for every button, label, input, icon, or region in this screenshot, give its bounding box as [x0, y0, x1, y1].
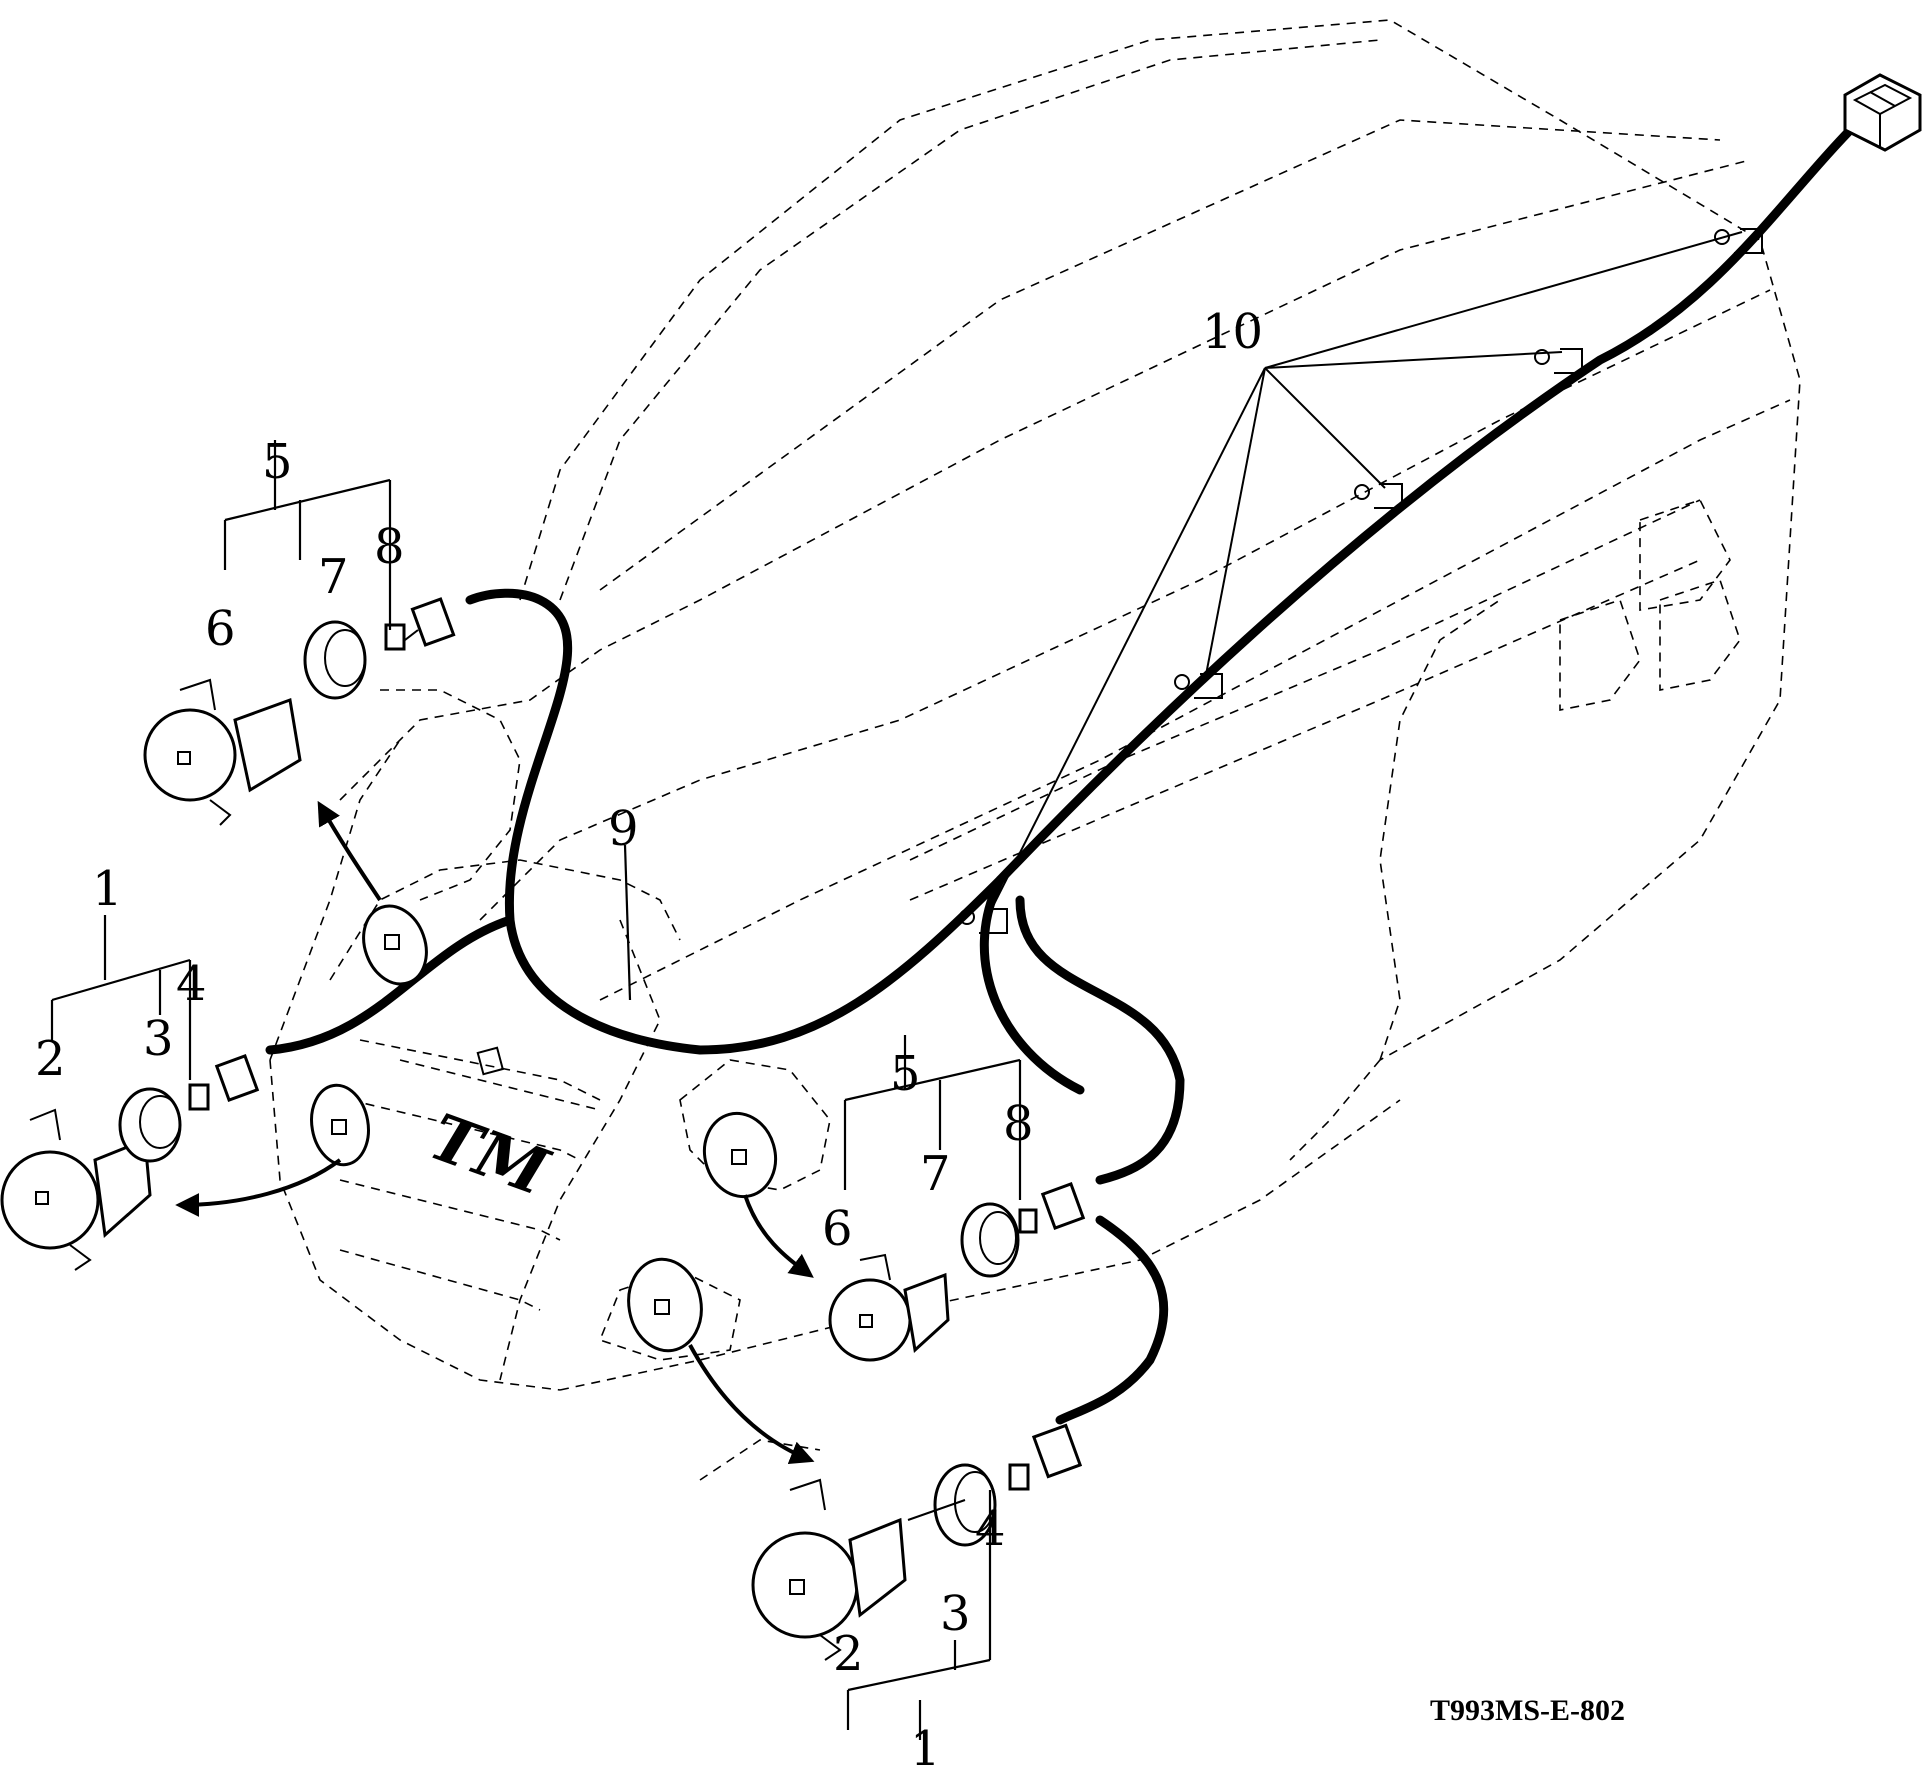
main-connector: [1843, 73, 1922, 152]
grille: [399, 1046, 601, 1111]
callout-9: 9: [608, 801, 639, 857]
callout-4-left: 4: [176, 956, 207, 1012]
clip: [1354, 483, 1403, 509]
callout-7-mid: 7: [920, 1146, 951, 1202]
hood-outline: [269, 19, 1801, 1481]
callout-2-left: 2: [35, 1031, 66, 1087]
callout-5-top: 5: [262, 434, 293, 490]
callout-5-mid: 5: [890, 1046, 921, 1102]
callout-8-mid: 8: [1003, 1096, 1034, 1152]
clip: [1174, 673, 1223, 699]
callout-4-bottom: 4: [975, 1501, 1006, 1557]
callout-brackets: [50, 440, 1022, 1740]
callout-1-bottom: 1: [910, 1721, 941, 1775]
callout-2-bottom: 2: [833, 1626, 864, 1682]
action-arrows: [175, 800, 815, 1465]
hood-light-openings: [310, 904, 778, 1353]
headlamp-assembly-upper-left: [143, 597, 456, 826]
callout-1-left: 1: [92, 861, 123, 917]
callout-6-top: 6: [205, 601, 236, 657]
main-harness: [265, 115, 1865, 1425]
drawing-code: T993MS-E-802: [1430, 1694, 1625, 1727]
headlamp-assembly-bottom: [751, 1423, 1083, 1661]
callout-10: 10: [1202, 304, 1263, 360]
callout-7-top: 7: [318, 549, 349, 605]
headlamp-assembly-left: [0, 1054, 260, 1271]
emblem-text: TM: [420, 1100, 559, 1212]
clip: [1534, 348, 1583, 374]
clip-leaders: [989, 231, 1743, 913]
callout-8-top: 8: [374, 519, 405, 575]
clip: [959, 908, 1008, 934]
callout-3-bottom: 3: [940, 1586, 971, 1642]
clip: [1714, 228, 1763, 254]
callout-3-left: 3: [143, 1011, 174, 1067]
callout-6-mid: 6: [822, 1201, 853, 1257]
callout-numbers: 5 6 7 8 1 2 3 4 9 10 5 6 7 8 1 2 3 4: [35, 304, 1263, 1775]
harness-clips: [959, 228, 1763, 934]
headlamp-assembly-middle: [828, 1182, 1086, 1362]
